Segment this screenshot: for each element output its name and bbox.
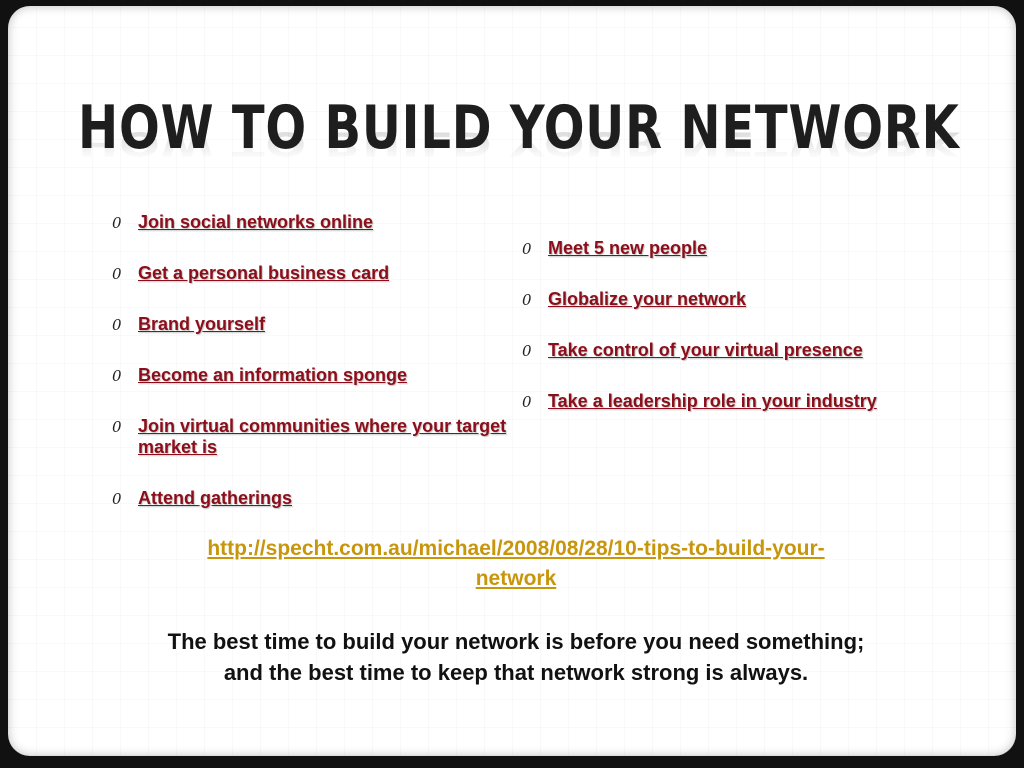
link-meet-new-people[interactable]: Meet 5 new people bbox=[548, 238, 708, 258]
source-link-block: http://specht.com.au/michael/2008/08/28/… bbox=[8, 534, 1016, 594]
right-list: 0 Meet 5 new people 0 Globalize your net… bbox=[518, 238, 918, 442]
list-item: 0 Meet 5 new people bbox=[518, 238, 918, 259]
bullet-icon: 0 bbox=[522, 393, 532, 411]
title-reflection: How to Build Your Network bbox=[78, 124, 960, 163]
source-url-line1: http://specht.com.au/michael/2008/08/28/… bbox=[207, 537, 825, 560]
list-item: 0 Become an information sponge bbox=[108, 365, 508, 386]
quote-line2: and the best time to keep that network s… bbox=[223, 660, 809, 685]
bullet-icon: 0 bbox=[112, 214, 122, 232]
link-brand-yourself[interactable]: Brand yourself bbox=[138, 314, 266, 334]
bullet-icon: 0 bbox=[112, 418, 122, 436]
slide: How to Build Your Network How to Build Y… bbox=[8, 6, 1016, 756]
bullet-icon: 0 bbox=[112, 316, 122, 334]
bullet-icon: 0 bbox=[112, 490, 122, 508]
link-virtual-communities[interactable]: Join virtual communities where your targ… bbox=[138, 416, 507, 457]
list-item: 0 Attend gatherings bbox=[108, 488, 508, 509]
link-join-social-networks[interactable]: Join social networks online bbox=[138, 212, 374, 232]
quote-line1: The best time to build your network is b… bbox=[167, 629, 865, 654]
list-item: 0 Globalize your network bbox=[518, 289, 918, 310]
list-item: 0 Join social networks online bbox=[108, 212, 508, 233]
bullet-icon: 0 bbox=[112, 367, 122, 385]
link-business-card[interactable]: Get a personal business card bbox=[138, 263, 390, 283]
source-url-link[interactable]: http://specht.com.au/michael/2008/08/28/… bbox=[207, 537, 824, 590]
list-item: 0 Brand yourself bbox=[108, 314, 508, 335]
list-item: 0 Get a personal business card bbox=[108, 263, 508, 284]
bullet-icon: 0 bbox=[522, 291, 532, 309]
list-item: 0 Take control of your virtual presence bbox=[518, 340, 918, 361]
link-information-sponge[interactable]: Become an information sponge bbox=[138, 365, 408, 385]
list-item: 0 Take a leadership role in your industr… bbox=[518, 391, 918, 412]
link-globalize-network[interactable]: Globalize your network bbox=[548, 289, 747, 309]
link-attend-gatherings[interactable]: Attend gatherings bbox=[138, 488, 293, 508]
bullet-icon: 0 bbox=[522, 342, 532, 360]
bullet-icon: 0 bbox=[522, 240, 532, 258]
page-title: How to Build Your Network bbox=[78, 93, 960, 163]
closing-quote: The best time to build your network is b… bbox=[8, 626, 1016, 688]
source-url-line2: network bbox=[475, 567, 557, 590]
list-item: 0 Join virtual communities where your ta… bbox=[108, 416, 508, 458]
link-leadership-role[interactable]: Take a leadership role in your industry bbox=[548, 391, 877, 411]
link-virtual-presence[interactable]: Take control of your virtual presence bbox=[548, 340, 863, 360]
bullet-icon: 0 bbox=[112, 265, 122, 283]
left-list: 0 Join social networks online 0 Get a pe… bbox=[108, 212, 508, 539]
